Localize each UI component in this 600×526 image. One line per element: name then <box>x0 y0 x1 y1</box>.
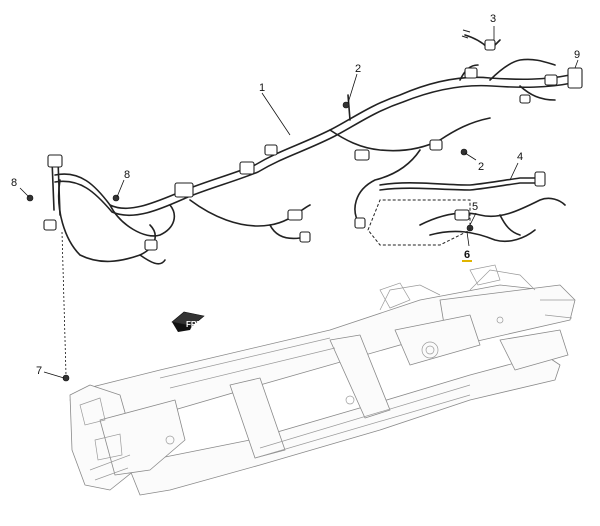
callout-5: 5 <box>472 201 478 213</box>
callout-2-lower: 2 <box>478 161 484 173</box>
vertical-reference-line <box>61 231 67 376</box>
callout-8-left: 8 <box>11 177 17 189</box>
inset-guide <box>367 199 471 246</box>
callout-9: 9 <box>574 49 580 61</box>
callout-leaders <box>19 26 579 379</box>
callout-3: 3 <box>490 13 496 25</box>
callout-4: 4 <box>517 151 523 163</box>
callout-labels: 1 2 2 3 4 5 6 7 8 8 9 <box>11 13 580 377</box>
callout-2-upper: 2 <box>355 63 361 75</box>
vehicle-frame <box>69 264 576 496</box>
front-direction-marker: FRT <box>171 311 205 332</box>
callout-8-right: 8 <box>124 169 130 181</box>
main-harness <box>26 29 583 382</box>
callout-1: 1 <box>259 82 265 94</box>
callout-6: 6 <box>464 249 470 261</box>
callout-7: 7 <box>36 365 42 377</box>
frt-label: FRT <box>186 320 202 329</box>
